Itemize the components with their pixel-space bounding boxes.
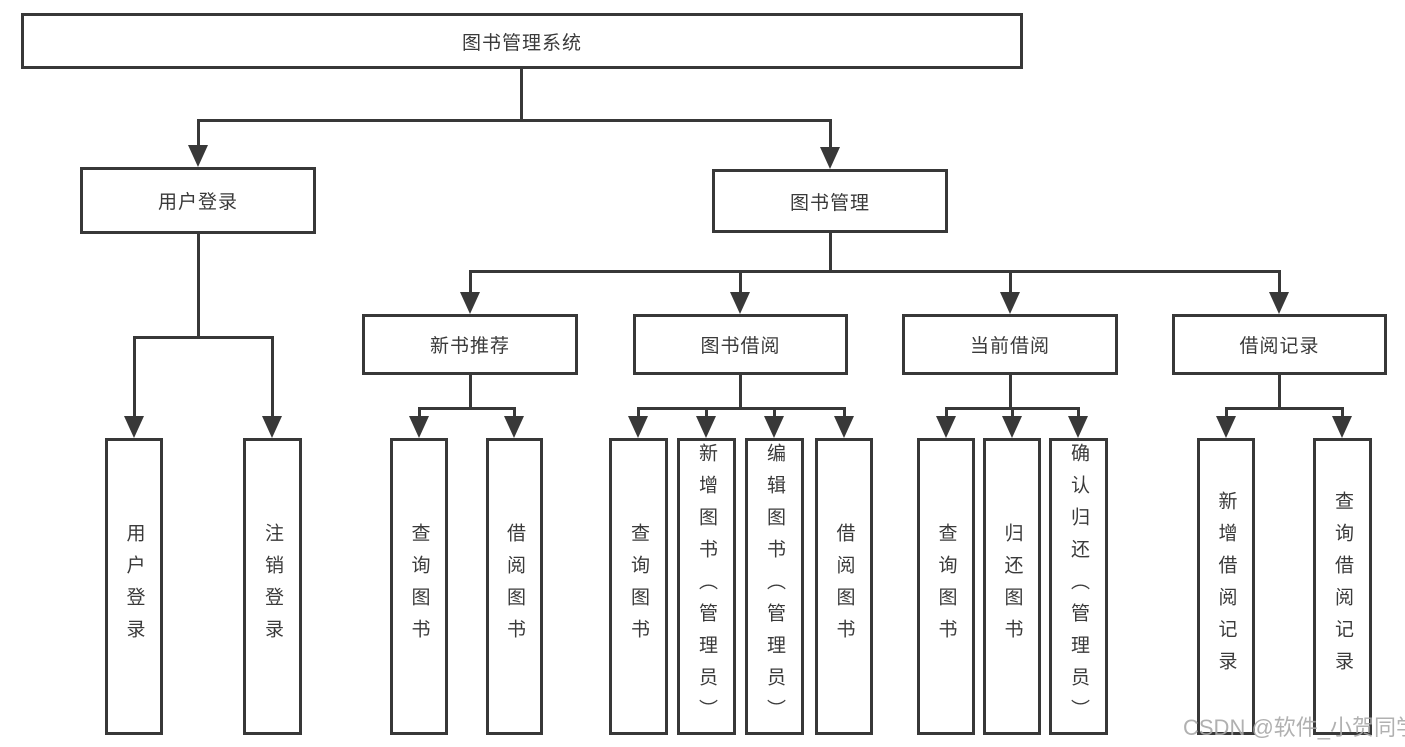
node-root: 图书管理系统 [21,13,1023,69]
connector-stem-leaf [843,407,846,420]
connector-bookmgmt-hline [469,270,1281,273]
connector-stem-leaf [1077,407,1080,420]
connector-root-drop [520,69,523,121]
arrowhead-leaf [409,416,429,438]
arrowhead-mid [1269,292,1289,314]
node-borrow-records-label: 借阅记录 [1239,336,1320,357]
arrowhead-leaf [124,416,144,438]
connector-stem-mid [469,270,472,296]
arrowhead-book-mgmt [820,147,840,169]
node-new-book-recommend-label: 新书推荐 [429,336,510,357]
connector-stem-leaf [271,336,274,420]
connector-group-hline [637,407,846,410]
connector-stem-mid [1009,270,1012,296]
leaf-query-books-3-label: 查询图书 [935,522,957,651]
connector-stem-leaf [418,407,421,420]
node-user-login-label: 用户登录 [157,192,238,213]
leaf-query-borrow-record-label: 查询借阅记录 [1332,490,1353,683]
leaf-add-book-admin-label: 新增图书（管理员） [696,442,717,731]
arrowhead-leaf [764,416,784,438]
node-current-borrow-label: 当前借阅 [969,336,1050,357]
leaf-logout-label: 注销登录 [262,522,283,651]
leaf-logout: 注销登录 [243,438,302,735]
connector-stem-leaf [1225,407,1228,420]
arrowhead-mid [1000,292,1020,314]
leaf-return-book: 归还图书 [983,438,1041,735]
connector-group-drop [1009,375,1012,409]
connector-stem-mid [739,270,742,296]
leaf-borrow-books-2-label: 借阅图书 [833,522,855,651]
connector-stem-book-mgmt [829,119,832,151]
leaf-return-book-label: 归还图书 [1001,522,1023,651]
arrowhead-user-login [188,145,208,167]
node-root-label: 图书管理系统 [461,32,582,54]
leaf-user-login: 用户登录 [105,438,163,735]
arrowhead-leaf [1002,416,1022,438]
connector-stem-leaf [637,407,640,420]
connector-stem-mid [1278,270,1281,296]
node-book-borrow-label: 图书借阅 [700,336,781,357]
connector-stem-leaf [1341,407,1344,420]
leaf-borrow-books-1: 借阅图书 [486,438,543,735]
leaf-edit-book-admin-label: 编辑图书（管理员） [764,442,785,731]
arrowhead-leaf [504,416,524,438]
node-borrow-records: 借阅记录 [1172,314,1387,375]
leaf-user-login-label: 用户登录 [123,522,145,651]
connector-user-drop [197,234,200,338]
node-book-management-label: 图书管理 [789,192,870,214]
node-book-borrow: 图书借阅 [633,314,848,375]
connector-group-hline [418,407,516,410]
connector-stem-leaf [773,407,776,420]
connector-group-hline [1225,407,1344,410]
connector-stem-leaf [513,407,516,420]
leaf-add-borrow-record: 新增借阅记录 [1197,438,1255,735]
leaf-borrow-books-1-label: 借阅图书 [504,522,525,651]
arrowhead-leaf [1332,416,1352,438]
leaf-confirm-return-admin: 确认归还（管理员） [1049,438,1108,735]
leaf-add-borrow-record-label: 新增借阅记录 [1215,490,1237,683]
connector-group-drop [739,375,742,409]
leaf-query-books-1-label: 查询图书 [408,522,430,651]
connector-root-hline [197,119,832,122]
connector-stem-leaf [133,336,136,420]
leaf-query-books-3: 查询图书 [917,438,975,735]
connector-group-drop [1278,375,1281,409]
leaf-borrow-books-2: 借阅图书 [815,438,873,735]
arrowhead-leaf [696,416,716,438]
connector-bookmgmt-drop [829,233,832,273]
leaf-confirm-return-admin-label: 确认归还（管理员） [1068,442,1089,731]
watermark: CSDN @软件_小贺同学 [1183,715,1405,740]
arrowhead-leaf [936,416,956,438]
arrowhead-leaf [834,416,854,438]
arrowhead-leaf [1068,416,1088,438]
leaf-query-books-2: 查询图书 [609,438,668,735]
connector-stem-leaf [945,407,948,420]
connector-stem-leaf [1011,407,1014,420]
leaf-query-books-1: 查询图书 [390,438,448,735]
leaf-add-book-admin: 新增图书（管理员） [677,438,736,735]
leaf-edit-book-admin: 编辑图书（管理员） [745,438,804,735]
node-user-login: 用户登录 [80,167,316,234]
node-current-borrow: 当前借阅 [902,314,1118,375]
connector-group-drop [469,375,472,409]
connector-user-hline [133,336,274,339]
arrowhead-mid [460,292,480,314]
arrowhead-leaf [628,416,648,438]
connector-stem-leaf [705,407,708,420]
leaf-query-books-2-label: 查询图书 [628,522,649,651]
arrowhead-leaf [262,416,282,438]
leaf-query-borrow-record: 查询借阅记录 [1313,438,1372,735]
node-book-management: 图书管理 [712,169,948,233]
connector-stem-user-login [197,119,200,149]
arrowhead-leaf [1216,416,1236,438]
arrowhead-mid [730,292,750,314]
node-new-book-recommend: 新书推荐 [362,314,578,375]
